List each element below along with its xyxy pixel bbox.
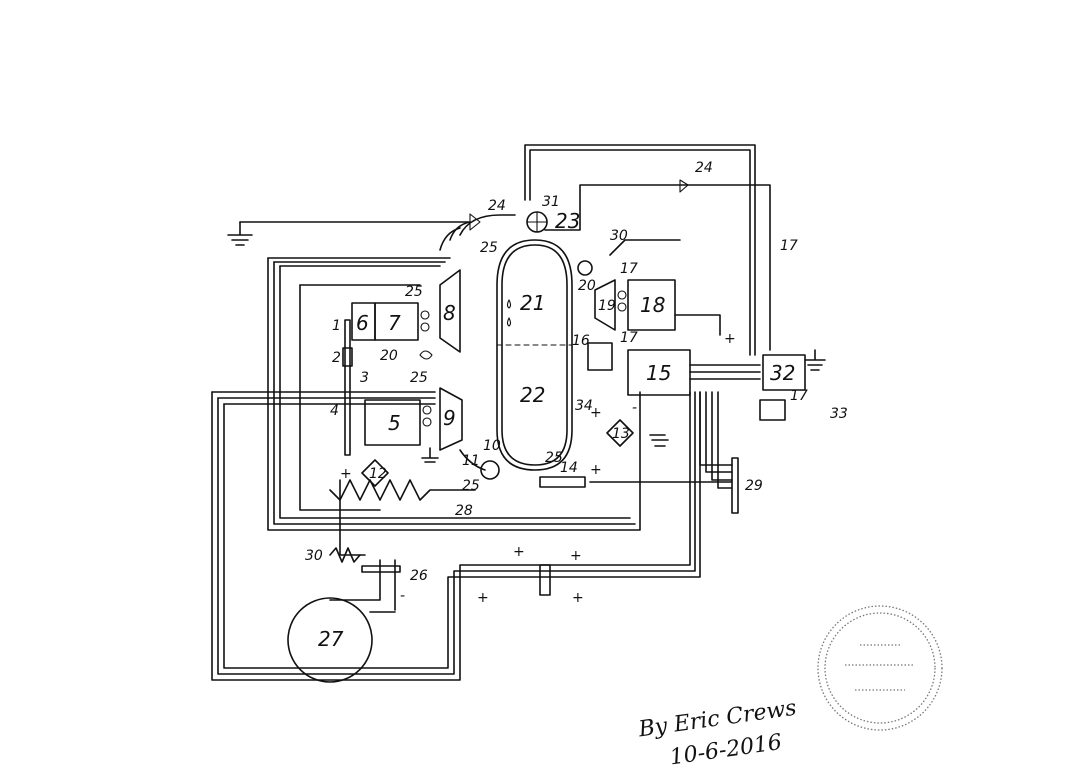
notary-stamp xyxy=(817,605,943,731)
signature: By Eric Crews 10-6-2016 xyxy=(636,696,798,771)
label-31: 31 xyxy=(542,194,560,210)
label-23: 23 xyxy=(555,209,580,233)
label-22: 22 xyxy=(520,383,545,407)
label-25b: 25 xyxy=(405,284,423,300)
label-3: 3 xyxy=(360,370,369,386)
label-17: 17 xyxy=(780,238,798,254)
label-29: 29 xyxy=(745,478,763,494)
label-19: 19 xyxy=(598,298,616,314)
plus-mark: + xyxy=(340,466,352,482)
label-9: 9 xyxy=(443,406,456,430)
label-2: 2 xyxy=(332,350,341,366)
label-25: 25 xyxy=(480,240,498,256)
label-17c: 17 xyxy=(620,330,638,346)
label-34: 34 xyxy=(575,398,593,414)
minus-mark: - xyxy=(400,588,405,604)
label-20b: 20 xyxy=(380,348,398,364)
label-7: 7 xyxy=(388,311,401,335)
label-11: 11 xyxy=(462,453,480,469)
label-12: 12 xyxy=(369,466,387,482)
label-20: 20 xyxy=(578,278,596,294)
components xyxy=(227,179,826,683)
label-26: 26 xyxy=(410,568,428,584)
label-6: 6 xyxy=(356,311,369,335)
label-17b: 17 xyxy=(620,261,638,277)
label-8: 8 xyxy=(443,301,456,325)
label-18: 18 xyxy=(640,293,665,317)
label-30b: 30 xyxy=(610,228,628,244)
label-21: 21 xyxy=(520,291,545,315)
label-14: 14 xyxy=(560,460,578,476)
label-5: 5 xyxy=(388,411,401,435)
label-32: 32 xyxy=(770,361,795,385)
plus-mark: + xyxy=(477,590,489,606)
label-25d: 25 xyxy=(545,450,563,466)
plus-mark: + xyxy=(724,331,736,347)
label-24: 24 xyxy=(695,160,713,176)
tank xyxy=(496,239,573,471)
label-30: 30 xyxy=(305,548,323,564)
plus-mark: + xyxy=(572,590,584,606)
label-10: 10 xyxy=(483,438,501,454)
plus-mark: + xyxy=(590,405,602,421)
label-15: 15 xyxy=(646,361,671,385)
label-17d: 17 xyxy=(790,388,808,404)
label-33: 33 xyxy=(830,406,848,422)
label-4: 4 xyxy=(330,403,339,419)
plus-mark: + xyxy=(570,548,582,564)
label-28: 28 xyxy=(455,503,473,519)
plus-mark: + xyxy=(590,462,602,478)
label-16: 16 xyxy=(572,333,590,349)
label-13: 13 xyxy=(612,426,630,442)
label-27: 27 xyxy=(318,627,344,651)
label-25e: 25 xyxy=(462,478,480,494)
label-1: 1 xyxy=(332,318,341,334)
label-25c: 25 xyxy=(410,370,428,386)
label-24b: 24 xyxy=(488,198,506,214)
minus-mark: - xyxy=(632,400,637,416)
component-labels: 1 2 3 4 5 6 7 8 9 10 11 12 13 14 15 16 1… xyxy=(305,160,848,651)
wiring xyxy=(211,144,771,681)
polarity-marks: + - + + + + - + + + xyxy=(340,331,736,606)
plus-mark: + xyxy=(513,544,525,560)
